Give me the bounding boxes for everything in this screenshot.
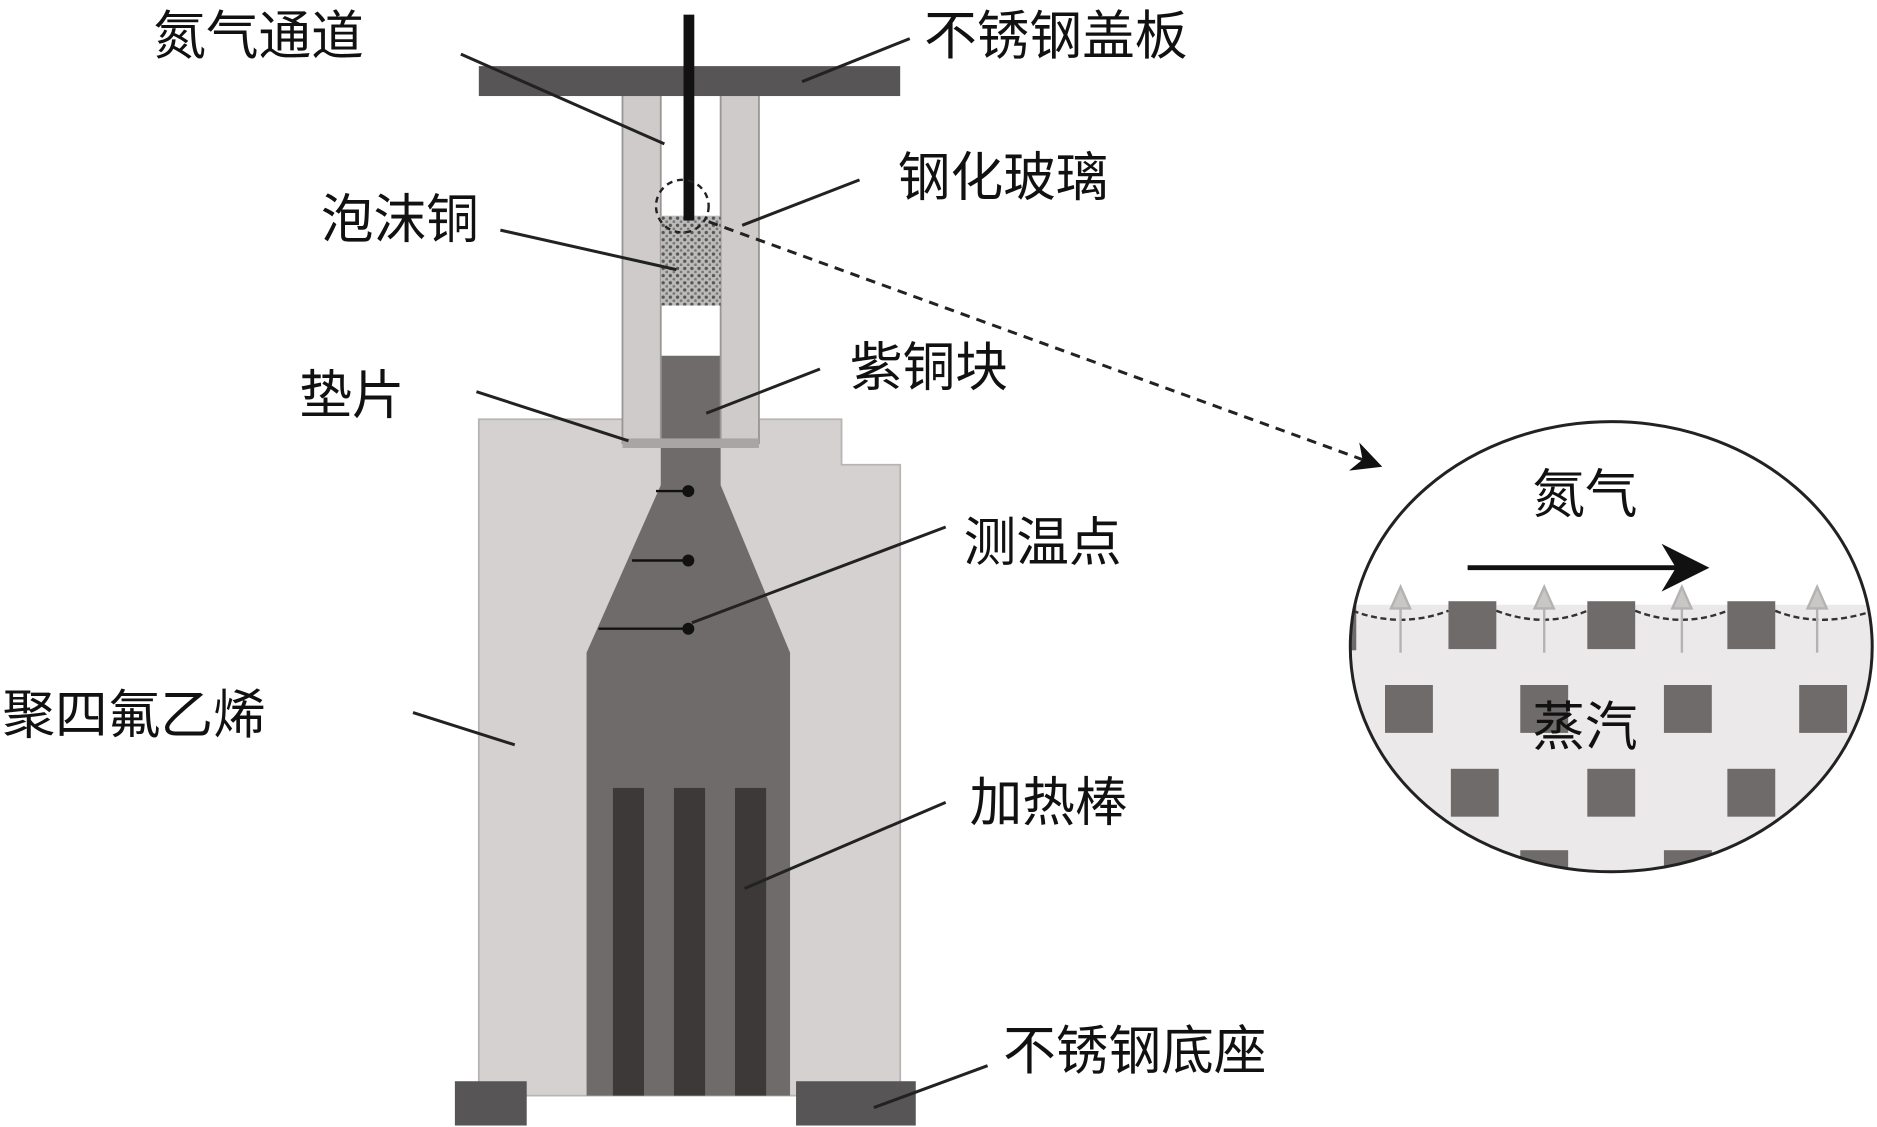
stainless-base-right [796,1081,916,1126]
heating-rod [734,787,767,1096]
label-copper-block: 紫铜块 [850,338,1008,399]
label-heating-rods: 加热棒 [970,772,1128,833]
heating-rod [673,787,706,1096]
heating-rod [612,787,645,1096]
label-gasket: 垫片 [299,365,404,426]
nitrogen-rod [683,14,695,221]
magnify-pointer [708,220,1383,471]
label-measuring-points: 测温点 [964,513,1122,574]
label-tempered-glass: 钢化玻璃 [898,147,1109,208]
glass-wall-right [719,80,760,445]
label-ptfe: 聚四氟乙烯 [2,685,265,746]
label-stainless-cover: 不锈钢盖板 [924,6,1187,67]
inset-vapor-label: 蒸汽 [1532,697,1637,758]
label-nitrogen-channel: 氮气通道 [153,6,364,67]
label-stainless-base: 不锈钢底座 [1003,1021,1266,1082]
gasket [622,438,759,448]
magnify-source-circle [654,178,710,234]
stainless-base-left [454,1081,527,1126]
label-copper-foam: 泡沫铜 [321,189,479,250]
measuring-points [598,485,695,635]
inset-nitrogen-label: 氮气 [1532,465,1637,526]
